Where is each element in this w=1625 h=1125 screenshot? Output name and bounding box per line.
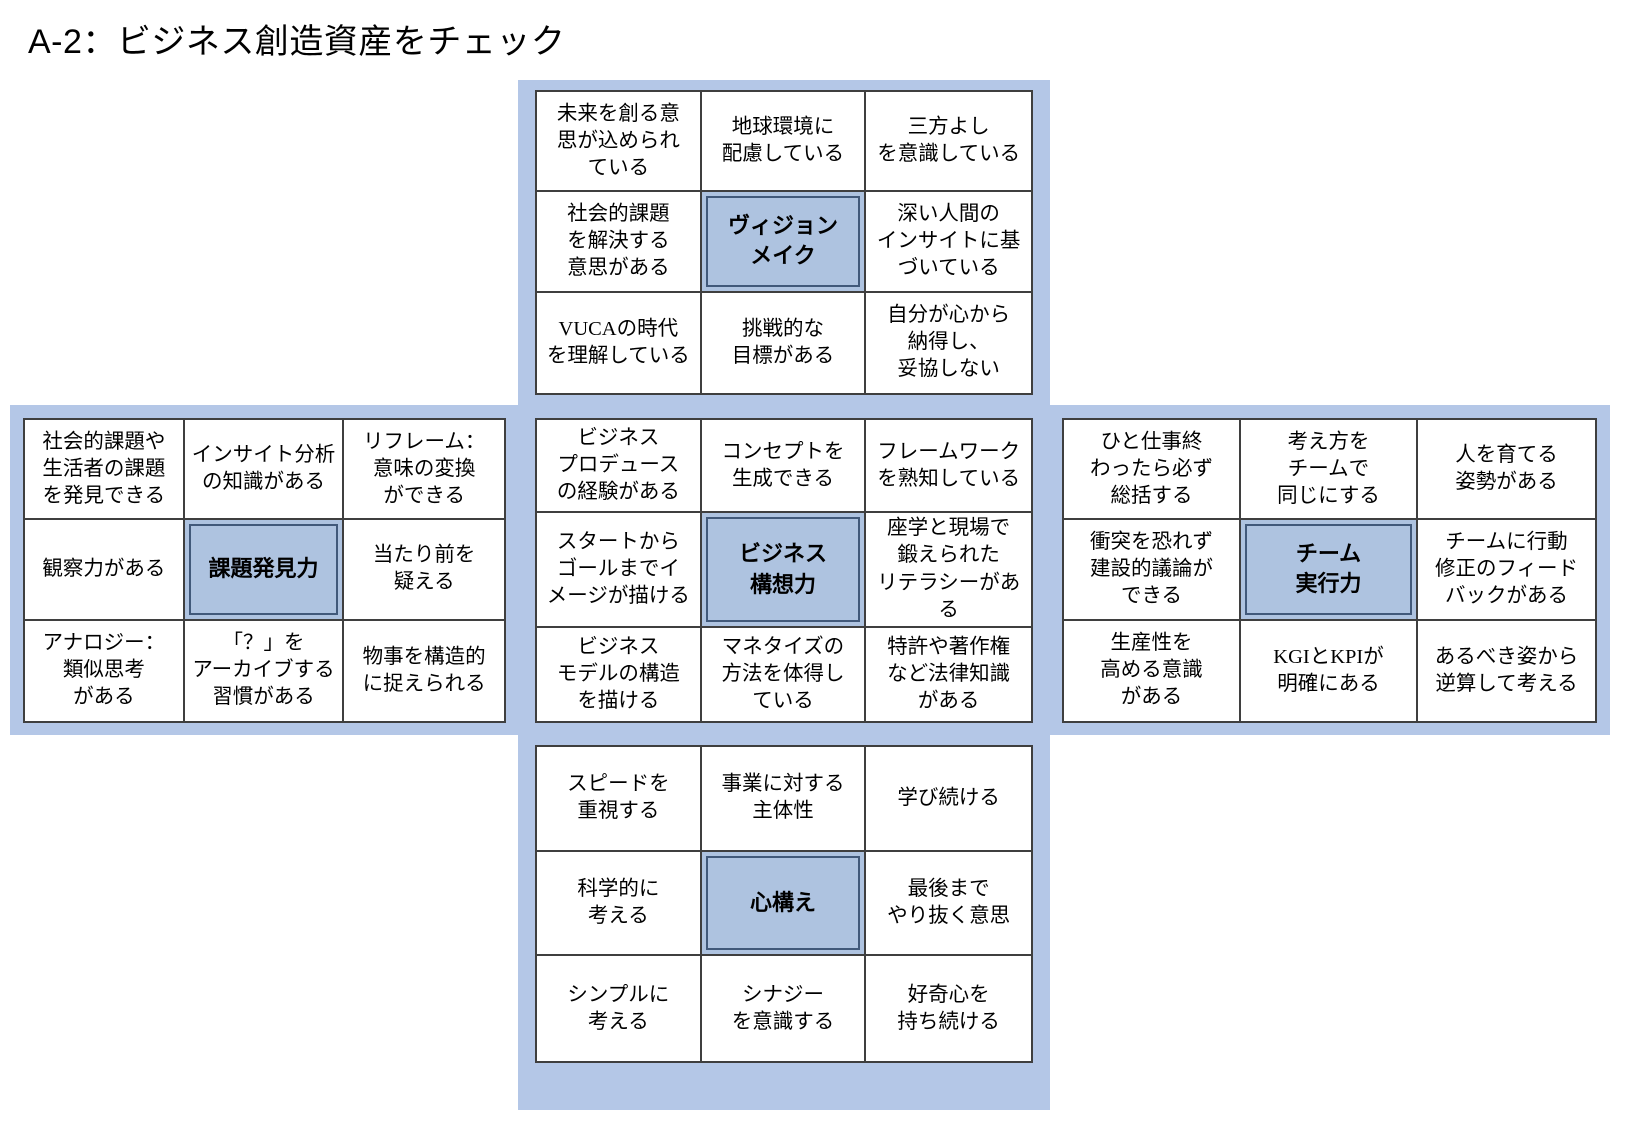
cell[interactable]: 三方よし を意識している xyxy=(866,92,1031,193)
cell[interactable]: 物事を構造的 に捉えられる xyxy=(344,620,504,721)
cell[interactable]: KGIとKPIが 明確にある xyxy=(1241,620,1418,721)
cell[interactable]: 地球環境に 配慮している xyxy=(701,92,867,193)
block-mindset: スピードを 重視する 事業に対する 主体性 学び続ける 科学的に 考える 心構え… xyxy=(535,745,1033,1063)
cell[interactable]: 自分が心から 納得し、 妥協しない xyxy=(866,292,1031,393)
cell[interactable]: ビジネス プロデュース の経験がある xyxy=(537,420,702,514)
cell[interactable]: 最後まで やり抜く意思 xyxy=(866,851,1031,957)
cell[interactable]: 特許や著作権 など法律知識 がある xyxy=(866,627,1031,721)
cell[interactable]: 学び続ける xyxy=(866,747,1031,852)
cell[interactable]: マネタイズの 方法を体得し ている xyxy=(701,627,867,721)
cell[interactable]: 人を育てる 姿勢がある xyxy=(1418,420,1595,521)
cell[interactable]: シンプルに 考える xyxy=(537,956,702,1061)
cell[interactable]: シナジー を意識する xyxy=(701,956,867,1061)
center-cell-team-execution[interactable]: チーム 実行力 xyxy=(1241,520,1418,621)
cell[interactable]: アナロジー： 類似思考 がある xyxy=(25,620,185,721)
block-issue-discovery: 社会的課題や 生活者の課題 を発見できる インサイト分析 の知識がある リフレー… xyxy=(23,418,506,723)
center-cell-label: 課題発見力 xyxy=(188,524,339,615)
cell[interactable]: 考え方を チームで 同じにする xyxy=(1241,420,1418,521)
cell[interactable]: 社会的課題 を解決する 意思がある xyxy=(537,192,702,293)
center-cell-label: ビジネス 構想力 xyxy=(705,517,861,622)
center-cell-issue-discovery[interactable]: 課題発見力 xyxy=(184,520,345,621)
cell[interactable]: インサイト分析 の知識がある xyxy=(184,420,345,521)
cell[interactable]: 事業に対する 主体性 xyxy=(701,747,867,852)
cell[interactable]: 社会的課題や 生活者の課題 を発見できる xyxy=(25,420,185,521)
cell[interactable]: スタートから ゴールまでイ メージが描ける xyxy=(537,513,702,628)
center-cell-label: ヴィジョン メイク xyxy=(705,196,861,287)
cell[interactable]: 科学的に 考える xyxy=(537,851,702,957)
cell[interactable]: フレームワーク を熟知している xyxy=(866,420,1031,514)
cell[interactable]: 衝突を恐れず 建設的議論が できる xyxy=(1064,520,1241,621)
block-vision-make: 未来を創る意 思が込められ ている 地球環境に 配慮している 三方よし を意識し… xyxy=(535,90,1033,395)
page-title: A-2：ビジネス創造資産をチェック xyxy=(28,23,566,61)
cell[interactable]: 好奇心を 持ち続ける xyxy=(866,956,1031,1061)
cell[interactable]: 未来を創る意 思が込められ ている xyxy=(537,92,702,193)
center-cell-vision-make[interactable]: ヴィジョン メイク xyxy=(701,192,867,293)
cell[interactable]: 観察力がある xyxy=(25,520,185,621)
cell[interactable]: スピードを 重視する xyxy=(537,747,702,852)
block-team-execution: ひと仕事終 わったら必ず 総括する 考え方を チームで 同じにする 人を育てる … xyxy=(1062,418,1597,723)
cell[interactable]: VUCAの時代 を理解している xyxy=(537,292,702,393)
cell[interactable]: 生産性を 高める意識 がある xyxy=(1064,620,1241,721)
block-business-conception: ビジネス プロデュース の経験がある コンセプトを 生成できる フレームワーク … xyxy=(535,418,1033,723)
cell[interactable]: 挑戦的な 目標がある xyxy=(701,292,867,393)
center-cell-label: チーム 実行力 xyxy=(1245,524,1412,615)
cell[interactable]: 深い人間の インサイトに基 づいている xyxy=(866,192,1031,293)
center-cell-business-conception[interactable]: ビジネス 構想力 xyxy=(701,513,867,628)
cell[interactable]: チームに行動 修正のフィード バックがある xyxy=(1418,520,1595,621)
cell[interactable]: あるべき姿から 逆算して考える xyxy=(1418,620,1595,721)
cell[interactable]: 座学と現場で 鍛えられた リテラシーがある xyxy=(866,513,1031,628)
cell[interactable]: ビジネス モデルの構造 を描ける xyxy=(537,627,702,721)
cell[interactable]: 「？」を アーカイブする 習慣がある xyxy=(184,620,345,721)
cell[interactable]: 当たり前を 疑える xyxy=(344,520,504,621)
center-cell-mindset[interactable]: 心構え xyxy=(701,851,867,957)
cell[interactable]: コンセプトを 生成できる xyxy=(701,420,867,514)
cell[interactable]: リフレーム： 意味の変換 ができる xyxy=(344,420,504,521)
cell[interactable]: ひと仕事終 わったら必ず 総括する xyxy=(1064,420,1241,521)
center-cell-label: 心構え xyxy=(705,855,861,951)
